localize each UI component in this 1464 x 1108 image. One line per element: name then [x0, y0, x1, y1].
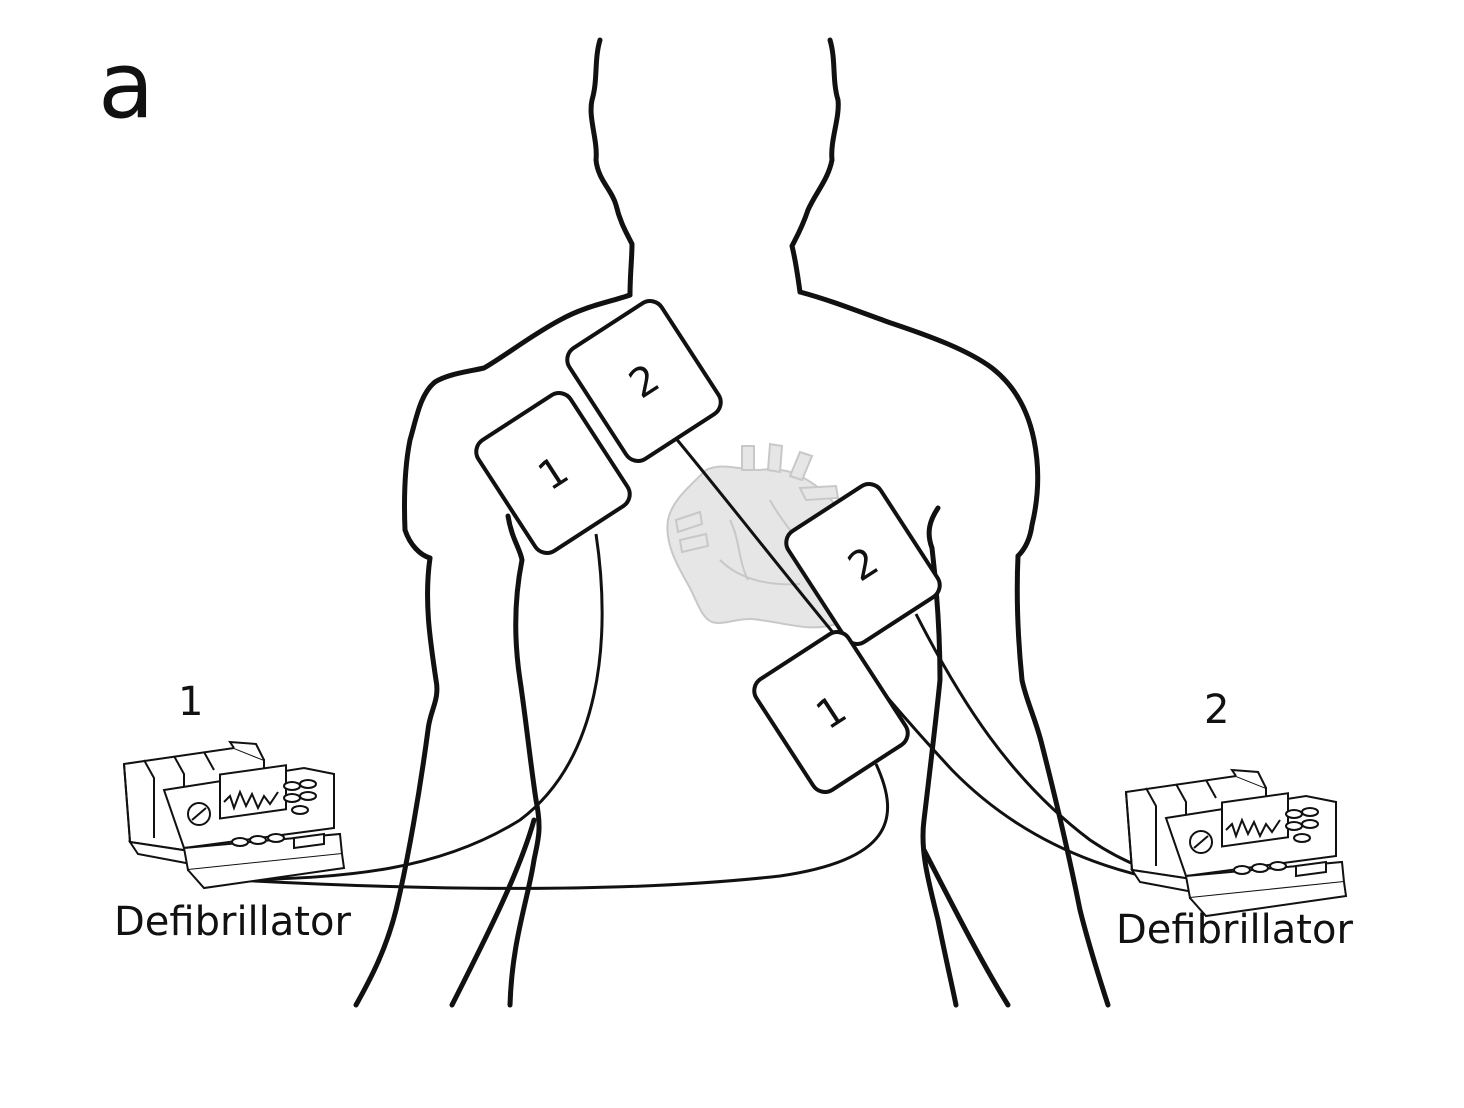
panel-label: a [98, 32, 155, 139]
torso-outline [353, 37, 1111, 1008]
device-1-number: 1 [178, 679, 204, 725]
device-2-number: 2 [1204, 687, 1230, 733]
pad-2-upper: 2 [565, 299, 723, 463]
defibrillator-device-1 [122, 740, 346, 890]
device-1-name: Defibrillator [114, 899, 351, 945]
pad-2-lower: 2 [784, 482, 942, 646]
pad-1-upper: 1 [474, 391, 632, 555]
device-2-name: Defibrillator [1116, 907, 1353, 953]
pad-1-lower: 1 [752, 630, 910, 794]
defibrillator-device-2 [1124, 768, 1348, 918]
